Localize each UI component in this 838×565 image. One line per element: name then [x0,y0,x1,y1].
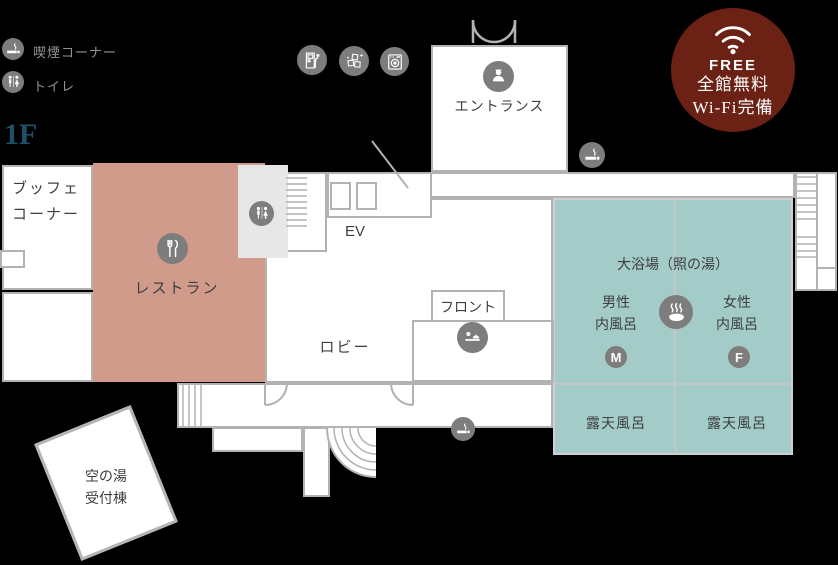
open-air-bath-left-label: 露天風呂 [586,415,646,431]
vending-machine-icon [297,45,327,75]
male-bath-label: 男性 内風呂 [586,292,646,335]
room-left-alcove [0,250,25,268]
elevator-cab-2 [356,182,377,210]
entrance-label: エントランス [454,98,545,114]
free-wifi-badge: FREE 全館無料 Wi-Fi完備 [671,8,795,132]
restaurant-icon [157,233,188,264]
buffet-label-line2: コーナー [12,205,81,223]
onsen-icon [659,295,693,329]
box-south-annex [212,427,303,452]
box-south-sliver [303,427,330,497]
legend-smoking-label: 喫煙コーナー [33,45,118,60]
toilet-map-icon [249,201,274,226]
male-bath-line2: 内風呂 [595,315,637,332]
female-badge-letter: F [735,349,743,365]
smoking-map-icon-north [579,142,605,168]
ev-label: EV [344,223,365,240]
male-badge-icon: M [605,346,627,368]
female-bath-line2: 内風呂 [716,315,758,332]
buffet-label-line1: ブッフェ [12,180,81,197]
wifi-line2: Wi-Fi完備 [692,97,774,117]
ice-machine-icon [339,46,369,76]
restaurant-label: レストラン [134,280,220,297]
wifi-free-text: FREE [708,57,757,74]
smoking-map-icon-south [451,417,475,441]
curved-steps [326,427,377,478]
room-restaurant [93,163,265,382]
reception-label-line2: 受付棟 [85,489,127,506]
front-desk-icon [457,322,488,353]
female-badge-icon: F [728,346,750,368]
wifi-line1: 全館無料 [697,75,769,94]
reception-label-line1: 空の湯 [85,468,127,484]
male-bath-line1: 男性 [602,294,630,310]
floor-label: 1F [4,118,38,151]
legend-toilet-label: トイレ [33,79,76,94]
room-buffet-corner [2,165,93,290]
smoking-icon [2,38,24,60]
open-air-bath-right-label: 露天風呂 [707,415,767,431]
corridor-right-wing [430,172,795,198]
front-label: フロント [440,299,496,315]
male-badge-letter: M [610,349,622,365]
strip-lobby-south [177,383,553,428]
stairwell-right [795,172,837,291]
room-lower-left [2,292,93,382]
entrance-double-door [471,20,517,44]
buffet-label: ブッフェ コーナー [12,176,80,227]
female-bath-label: 女性 内風呂 [707,292,767,335]
lobby-label: ロビー [319,339,371,356]
concierge-icon [483,61,514,92]
toilet-icon [2,71,24,93]
room-front-desk-label-box [431,290,505,322]
elevator-cab-1 [330,182,351,210]
room-ev-stairs [285,172,327,252]
wifi-icon [715,26,751,55]
female-bath-line1: 女性 [723,294,751,310]
bath-title-label: 大浴場（照の湯） [617,256,729,272]
laundry-icon [380,47,409,76]
reception-label: 空の湯 受付棟 [56,466,156,509]
